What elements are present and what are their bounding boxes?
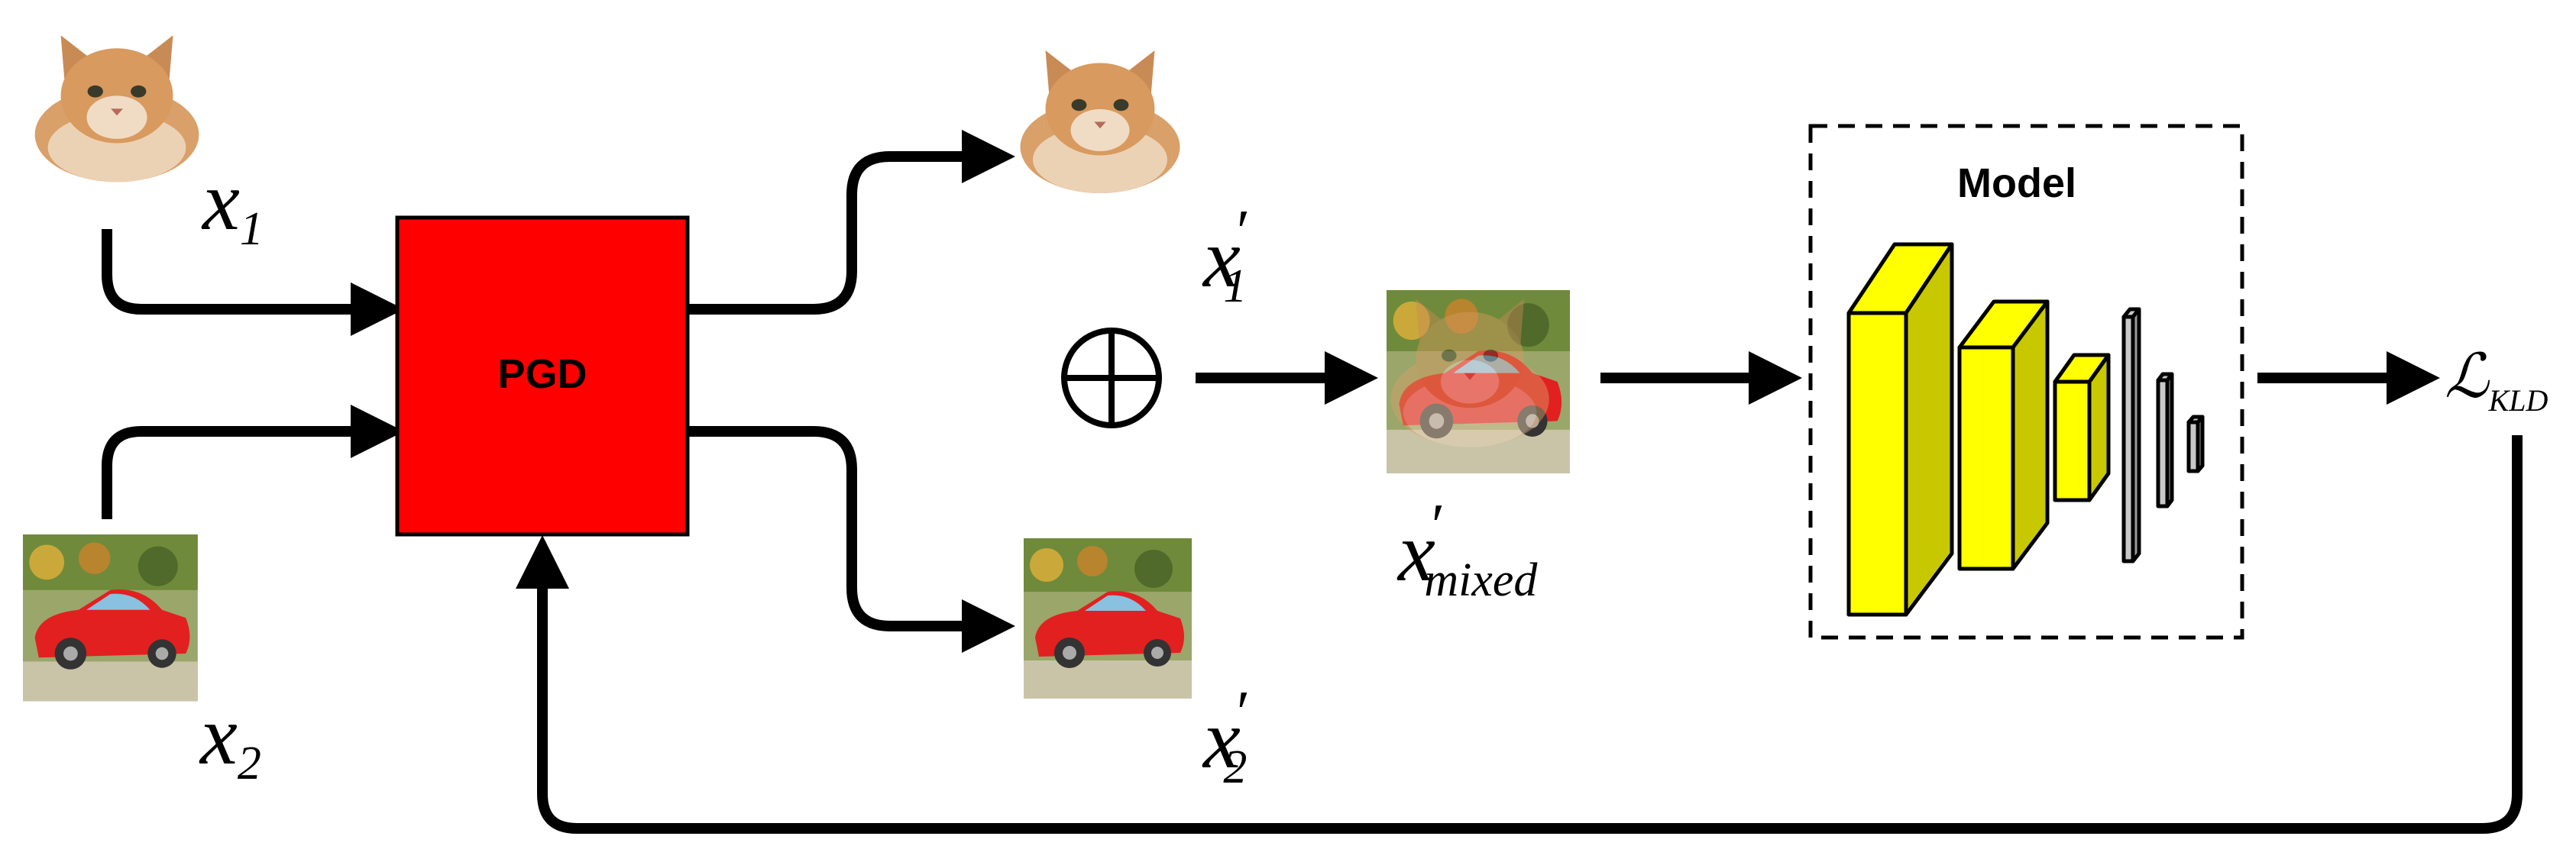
arrow-pgd-to-x1-adv (688, 130, 1015, 315)
layer-1 (1846, 242, 1954, 617)
mix-operator-icon (1061, 328, 1162, 428)
label-mixed-sub: mixed (1424, 554, 1538, 606)
mixed-image (1387, 290, 1570, 473)
cat-image-x1-adversarial (1020, 50, 1180, 193)
layer-2 (1957, 299, 2050, 571)
label-x1: x1 (201, 154, 264, 255)
model-label: Model (1957, 160, 2076, 206)
label-x2-adv-sub: 2 (1223, 741, 1247, 793)
label-x1-sub: 1 (240, 203, 264, 255)
arrow-pgd-to-x2-adv (688, 426, 1015, 653)
label-x1-adv-sub: 1 (1223, 260, 1247, 312)
car-image-x2 (23, 534, 198, 702)
label-x2: x2 (199, 689, 261, 789)
loss-label: ℒKLD (2445, 341, 2548, 418)
loss-label-sub: KLD (2488, 383, 2548, 418)
model-layers (1846, 242, 2205, 617)
pgd-box (395, 215, 690, 537)
layer-3 (2053, 353, 2111, 502)
label-x1-adv: x′1 (1202, 199, 1248, 312)
cat-image-x1 (34, 35, 199, 182)
label-x2-sub: 2 (238, 738, 261, 789)
model-box (1808, 124, 2244, 640)
layer-6 (2186, 415, 2205, 473)
arrow-loss-feedback-to-pgd (516, 435, 2523, 834)
label-mixed: x′mixed (1396, 492, 1538, 606)
layer-5 (2156, 372, 2174, 508)
arrow-x2-to-pgd (102, 405, 404, 519)
pgd-label: PGD (497, 351, 587, 397)
layer-4 (2121, 307, 2141, 563)
label-x2-adv: x′2 (1202, 680, 1248, 793)
car-image-x2-adversarial (1024, 538, 1192, 699)
arrow-x1-to-pgd (102, 229, 404, 336)
